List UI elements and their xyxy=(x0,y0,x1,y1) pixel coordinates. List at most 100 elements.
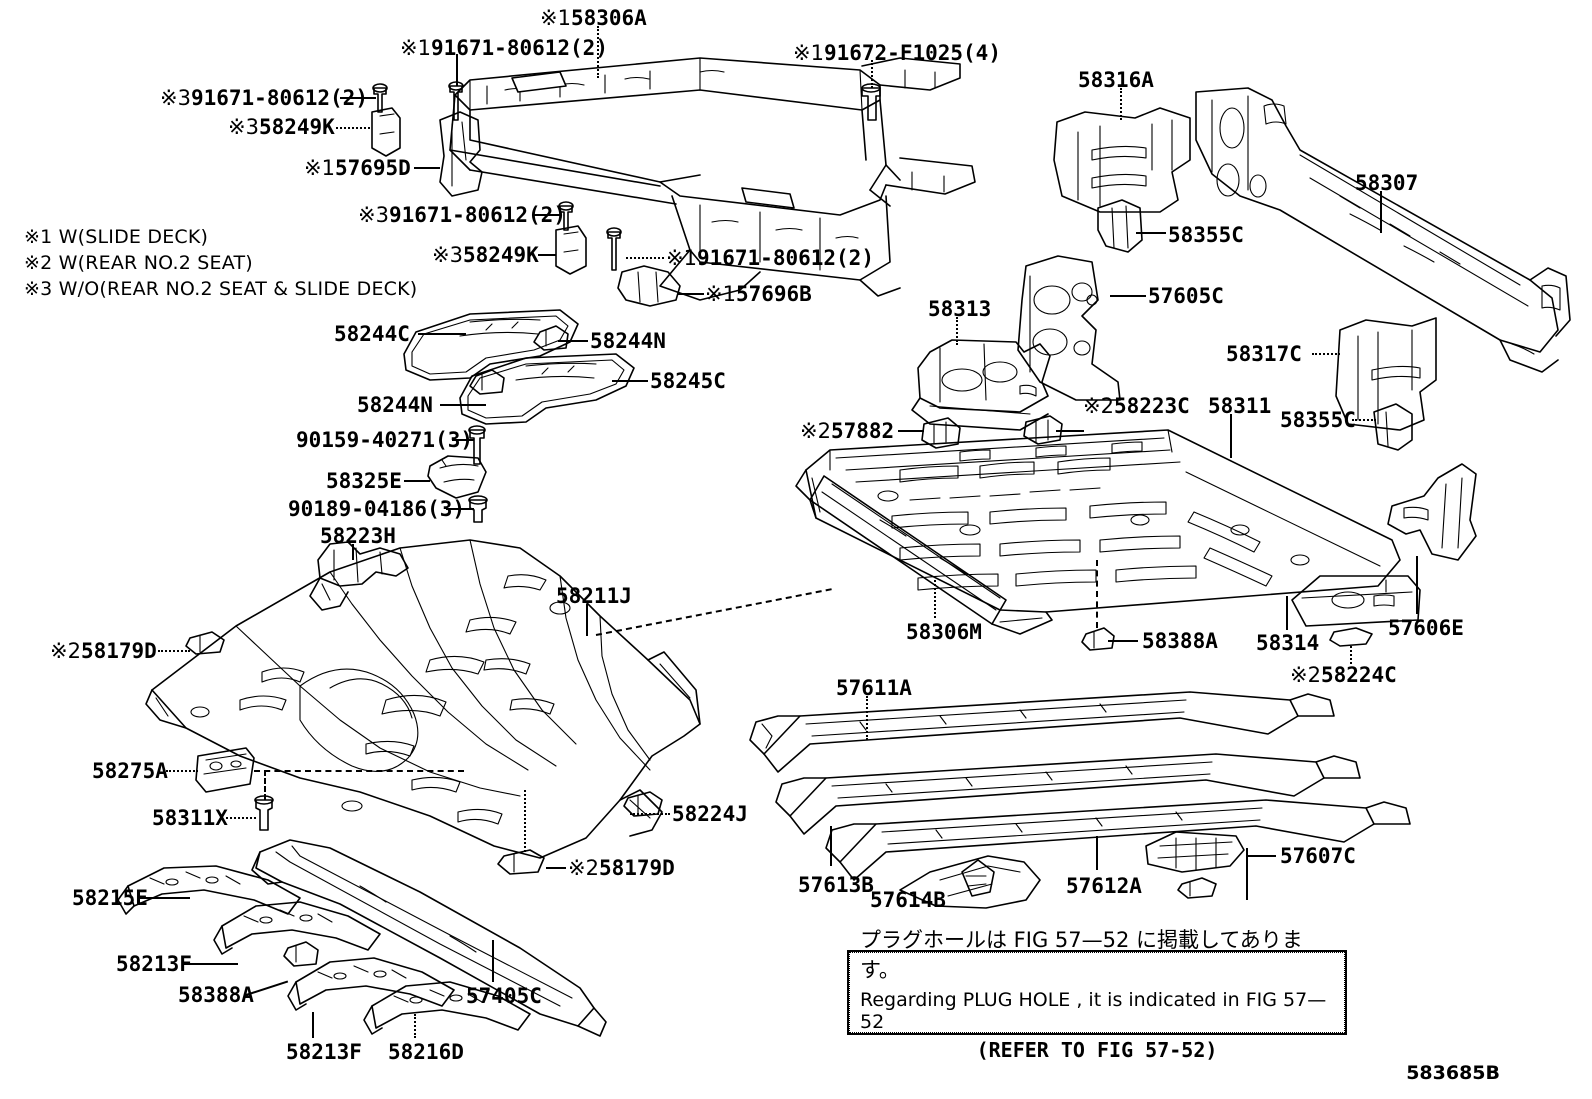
part-57695d-bracket xyxy=(439,111,483,197)
part-58388a-clip-right xyxy=(1081,627,1115,651)
part-number: 57696B xyxy=(735,282,812,306)
note-line-english: Regarding PLUG HOLE , it is indicated in… xyxy=(860,988,1327,1033)
part-label-l18: 58244N xyxy=(590,329,666,353)
part-label-l13: ※157696B xyxy=(705,284,812,305)
part-label-l05: ※391671-80612(2) xyxy=(160,88,368,109)
part-label-l21: 58244N xyxy=(357,393,433,417)
part-label-l14: 57605C xyxy=(1148,284,1224,308)
part-58325e-cover xyxy=(427,455,487,499)
part-label-l17: ※258223C xyxy=(1083,396,1190,417)
reference-mark: ※1 xyxy=(304,156,335,180)
note-line-japanese: プラグホールは FIG 57—52 に掲載してあります。 xyxy=(860,927,1303,982)
bolt-91671-80612-a xyxy=(372,83,388,113)
part-58311-rear-floor-pan xyxy=(795,429,1401,635)
legend-note-3: ※3 W/O(REAR NO.2 SEAT & SLIDE DECK) xyxy=(24,278,418,300)
part-57405c-crossmember xyxy=(251,839,607,1037)
part-label-l02: ※191671-80612(2) xyxy=(400,38,608,59)
reference-mark: ※2 xyxy=(1083,394,1114,418)
part-57614b-crossmember xyxy=(899,855,1041,909)
part-number: 58179D xyxy=(80,639,157,663)
part-57611a-side-rail xyxy=(749,691,1335,773)
part-58224c-clip xyxy=(1329,627,1373,647)
reference-mark: ※3 xyxy=(160,86,191,110)
part-label-l16: 58244C xyxy=(334,322,410,346)
part-57605c-bracket xyxy=(1017,255,1121,401)
part-number: 91671-80612(2) xyxy=(388,203,566,227)
reference-mark: ※3 xyxy=(358,203,389,227)
part-58179d-clip-bottom xyxy=(497,849,545,875)
part-number: 57882 xyxy=(830,419,895,443)
bolt-58311x xyxy=(254,795,274,831)
reference-mark: ※1 xyxy=(540,6,571,30)
part-57612a-center-rail xyxy=(825,799,1411,881)
part-number: 91671-80612(2) xyxy=(190,86,368,110)
part-label-l33: 58314 xyxy=(1256,631,1320,655)
bolt-91671-80612-d xyxy=(606,227,622,271)
part-58249k-bracket-lower xyxy=(555,225,587,275)
part-label-l45: 57614B xyxy=(870,888,946,912)
part-label-l29: 58211J xyxy=(556,584,632,608)
part-58355c-bracket-lower xyxy=(1373,403,1413,451)
part-57606e-bracket xyxy=(1387,463,1477,561)
part-label-l25: 90159-40271(3) xyxy=(296,428,474,452)
part-58211j-front-floor-pan xyxy=(145,539,701,859)
part-label-l07: ※157695D xyxy=(304,158,411,179)
figure-code: 583685B xyxy=(1406,1062,1500,1084)
part-label-l35: ※258224C xyxy=(1290,665,1397,686)
part-label-l37: 58275A xyxy=(92,759,168,783)
part-label-l39: 58224J xyxy=(672,802,748,826)
part-number: 91671-80612(2) xyxy=(430,36,608,60)
part-label-l09: ※391671-80612(2) xyxy=(358,205,566,226)
part-57882-bracket xyxy=(921,417,961,449)
part-label-l01: ※158306A xyxy=(540,8,647,29)
part-58388a-clip-left xyxy=(283,941,319,967)
part-58244n-clip-a xyxy=(533,325,569,351)
part-label-l10: 58355C xyxy=(1168,223,1244,247)
reference-mark: ※1 xyxy=(400,36,431,60)
part-label-l42: 57613B xyxy=(798,873,874,897)
part-label-l06: ※358249K xyxy=(228,117,335,138)
plug-hole-note-box: プラグホールは FIG 57—52 に掲載してあります。 Regarding P… xyxy=(847,928,1347,1062)
part-number: 58249K xyxy=(258,115,335,139)
part-58216d-rail xyxy=(363,981,531,1035)
part-58316a-panel xyxy=(1053,107,1191,213)
part-label-l46: 58213F xyxy=(116,952,192,976)
part-label-l38: 58311X xyxy=(152,806,228,830)
part-58313-panel xyxy=(911,339,1051,431)
part-57607c-reinforcement xyxy=(1145,831,1245,899)
reference-mark: ※2 xyxy=(568,856,599,880)
part-58317c-panel xyxy=(1335,317,1437,431)
note-line-reference: (REFER TO FIG 57-52) xyxy=(976,1037,1218,1062)
part-57613b-side-rail xyxy=(775,753,1361,835)
part-58213f-rail-a xyxy=(213,901,381,955)
part-label-l27: 90189-04186(3) xyxy=(288,497,466,521)
bolt-90159-40271 xyxy=(468,425,486,465)
part-label-l44: 57607C xyxy=(1280,844,1356,868)
legend-note-2: ※2 W(REAR NO.2 SEAT) xyxy=(24,252,253,274)
part-label-l03: ※191672-F1025(4) xyxy=(793,43,1001,64)
part-label-l47: 58388A xyxy=(178,983,254,1007)
part-58275a-plate xyxy=(195,747,255,793)
part-number: 58223C xyxy=(1113,394,1190,418)
part-number: 58306A xyxy=(570,6,647,30)
reference-mark: ※1 xyxy=(705,282,736,306)
legend-note-1: ※1 W(SLIDE DECK) xyxy=(24,226,209,248)
part-58314-rail xyxy=(1291,575,1421,627)
part-label-l15: 58313 xyxy=(928,297,992,321)
part-label-l28: 58223H xyxy=(320,524,396,548)
part-58306a-slide-deck-frame xyxy=(449,57,976,301)
part-number: 58249K xyxy=(462,243,539,267)
part-58307-rear-crossmember xyxy=(1195,87,1571,373)
part-number: 57695D xyxy=(334,156,411,180)
part-58223h-bracket xyxy=(309,541,409,611)
reference-mark: ※2 xyxy=(1290,663,1321,687)
part-label-l11: ※358249K xyxy=(432,245,539,266)
part-label-l36: 57611A xyxy=(836,676,912,700)
reference-mark: ※2 xyxy=(800,419,831,443)
part-58245c-silencer xyxy=(459,353,635,425)
part-number: 58179D xyxy=(598,856,675,880)
part-label-l12: ※191671-80612(2) xyxy=(666,248,874,269)
part-label-l22: 58311 xyxy=(1208,394,1272,418)
part-label-l04: 58316A xyxy=(1078,68,1154,92)
